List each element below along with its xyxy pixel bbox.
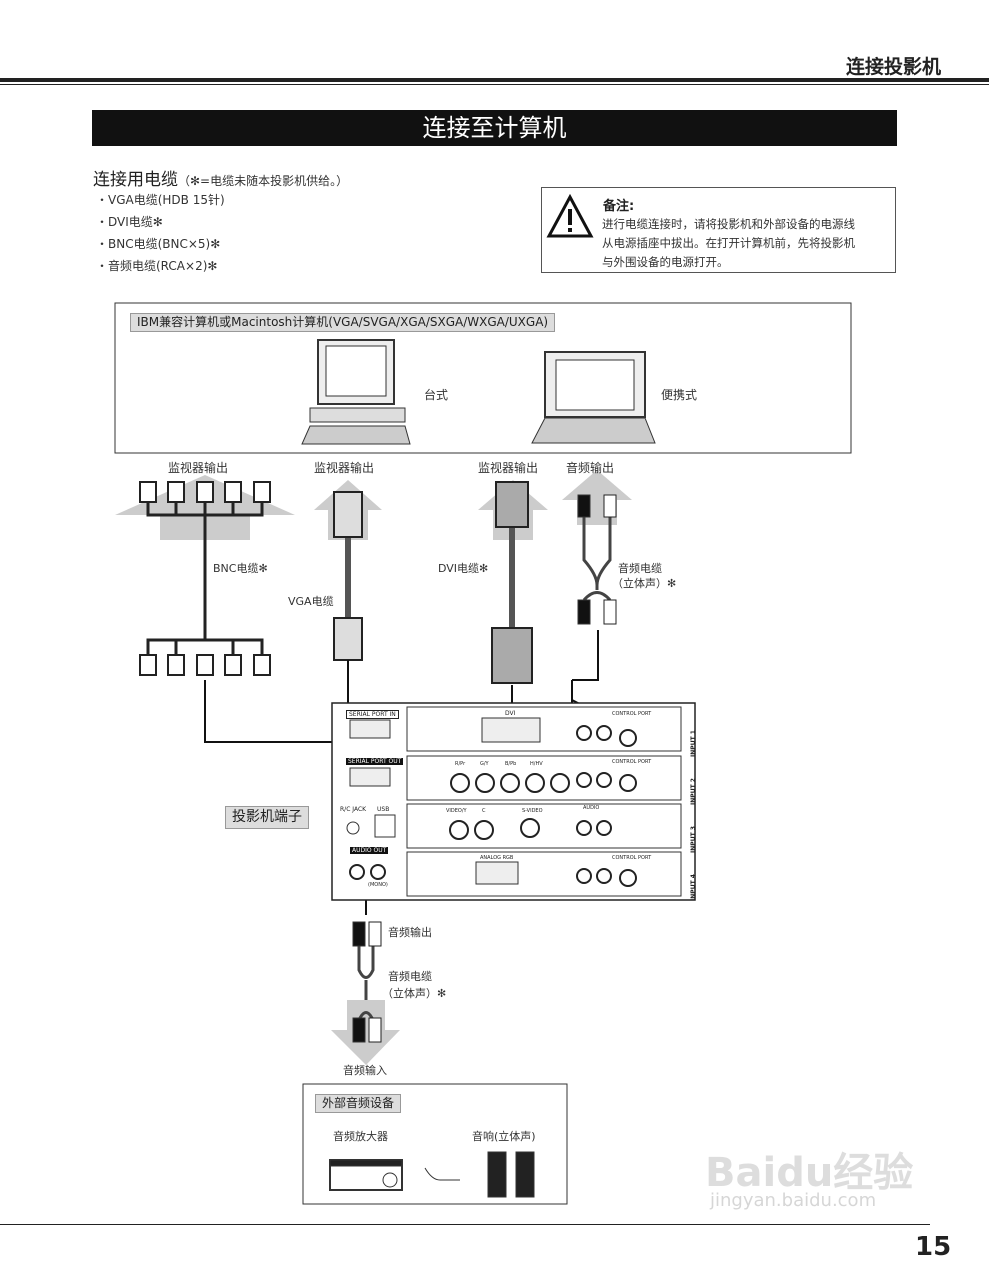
s-video-label: S-VIDEO [522, 808, 543, 814]
monitor-output-label: 监视器输出 [478, 461, 539, 475]
monitor-output-label: 监视器输出 [314, 461, 375, 475]
audio-cable-label: 音频电缆 [388, 970, 432, 983]
control-port-label: CONTROL PORT [612, 855, 652, 861]
c-label: C [482, 808, 486, 814]
desktop-label: 台式 [424, 388, 449, 402]
bnc-cable [146, 500, 264, 660]
top-rule [0, 78, 989, 82]
external-audio-label: 外部音频设备 [315, 1094, 402, 1113]
input-1-label: INPUT 1 [689, 730, 697, 757]
serial-out-label: SERIAL PORT OUT [346, 758, 404, 765]
input-3-label: INPUT 3 [689, 826, 697, 853]
audio-input-label: 音频输入 [343, 1064, 387, 1077]
note-title: 备注: [603, 199, 635, 214]
audio-cable-label-stereo: （立体声）✻ [612, 577, 677, 590]
watermark-logo: Baidu经验 [705, 1150, 914, 1196]
dvi-cable-label: DVI电缆✻ [438, 562, 489, 575]
audio-out-label: AUDIO OUT [350, 847, 389, 854]
input-2-label: INPUT 2 [689, 778, 697, 805]
note-line: 与外围设备的电源打开。 [602, 255, 729, 269]
analog-rgb-label: ANALOG RGB [480, 855, 514, 861]
amplifier-icon [329, 1159, 403, 1191]
page-number: 15 [915, 1232, 952, 1262]
cable-item: ・BNC电缆(BNC×5)✻ [96, 237, 221, 251]
top-rule-thin [0, 84, 989, 85]
amplifier-label: 音频放大器 [333, 1130, 388, 1143]
speakers-label: 音响(立体声) [472, 1130, 536, 1143]
bnc-cable-label: BNC电缆✻ [213, 562, 268, 575]
watermark-url: jingyan.baidu.com [710, 1190, 877, 1211]
cables-note: （✻=电缆未随本投影机供给。） [178, 174, 349, 188]
rc-jack-label: R/C JACK [340, 806, 367, 813]
cable-item: ・音频电缆(RCA×2)✻ [96, 259, 218, 273]
cable-item: ・VGA电缆(HDB 15针) [96, 193, 225, 207]
audio-label: AUDIO [583, 805, 600, 811]
cables-title: 连接用电缆 [93, 170, 178, 190]
control-port-label: CONTROL PORT [612, 711, 652, 717]
note-line: 进行电缆连接时，请将投影机和外部设备的电源线 [602, 217, 855, 231]
external-audio-box [302, 1083, 568, 1205]
dvi-port-label: DVI [505, 710, 516, 717]
speakers-icon [487, 1151, 535, 1198]
cables-heading: 连接用电缆（✻=电缆未随本投影机供给。） [93, 165, 348, 190]
input-4-label: INPUT 4 [689, 874, 697, 901]
computer-label: IBM兼容计算机或Macintosh计算机(VGA/SVGA/XGA/SXGA/… [130, 313, 556, 332]
usb-label: USB [377, 806, 390, 813]
desktop-computer-icon [301, 339, 411, 445]
note-line: 从电源插座中拔出。在打开计算机前，先将投影机 [602, 236, 855, 250]
audio-output-label: 音频输出 [566, 461, 615, 475]
warning-icon [546, 194, 594, 238]
vga-cable-label: VGA电缆 [288, 595, 334, 608]
section-title: 连接投影机 [845, 56, 941, 78]
projector-terminals-label: 投影机端子 [225, 806, 309, 829]
audio-cable-label: 音频电缆 [618, 562, 662, 575]
laptop-computer-icon [531, 351, 656, 444]
mono-label: (MONO) [368, 882, 388, 888]
serial-in-label: SERIAL PORT IN [346, 710, 399, 719]
bnc-label: B/Pb [505, 761, 517, 767]
page-title: 连接至计算机 [92, 110, 897, 146]
bnc-label: H/HV [530, 761, 543, 767]
bottom-rule [0, 1224, 930, 1225]
bnc-label: R/Pr [455, 761, 466, 767]
laptop-label: 便携式 [661, 388, 698, 402]
audio-cable-label-stereo: （立体声）✻ [382, 987, 447, 1000]
bnc-label: G/Y [480, 761, 489, 767]
monitor-output-label: 监视器输出 [168, 461, 229, 475]
audio-output-label: 音频输出 [388, 926, 432, 939]
video-y-label: VIDEO/Y [446, 808, 467, 814]
cable-item: ・DVI电缆✻ [96, 215, 163, 229]
note-box: 备注: 进行电缆连接时，请将投影机和外部设备的电源线 从电源插座中拔出。在打开计… [541, 187, 896, 273]
computer-box [114, 302, 852, 454]
control-port-label: CONTROL PORT [612, 759, 652, 765]
